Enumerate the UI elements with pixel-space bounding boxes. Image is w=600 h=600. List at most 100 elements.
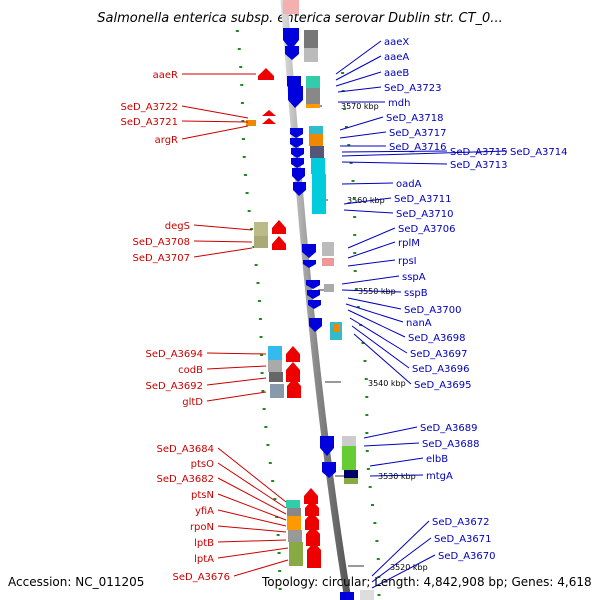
gc-dot bbox=[243, 174, 247, 176]
right-leader-line bbox=[341, 150, 508, 157]
gene-label-left[interactable]: SeD_A3692 bbox=[146, 381, 204, 392]
kbp-label: 3530 kbp bbox=[378, 472, 416, 481]
gene-label-left[interactable]: SeD_A3721 bbox=[121, 117, 179, 128]
gene-label-right[interactable]: rplM bbox=[398, 238, 420, 249]
gene-label-left[interactable]: lptA bbox=[194, 554, 214, 565]
cog-box bbox=[304, 48, 318, 62]
gene-label-left[interactable]: SeD_A3676 bbox=[173, 572, 231, 583]
gene-label-left[interactable]: ptsO bbox=[191, 459, 214, 470]
right-label-leaders bbox=[335, 40, 508, 589]
right-leader-line bbox=[351, 325, 410, 369]
gene-label-left[interactable]: SeD_A3722 bbox=[121, 102, 179, 113]
gc-dot bbox=[278, 588, 282, 590]
summary-text: Topology: circular; Length: 4,842,908 bp… bbox=[261, 575, 592, 589]
cog-box bbox=[309, 126, 323, 134]
gene-label-right[interactable]: elbB bbox=[426, 454, 448, 465]
gene-label-right[interactable]: SeD_A3700 bbox=[404, 305, 462, 316]
cog-box bbox=[342, 446, 356, 470]
gene-arrow bbox=[286, 362, 300, 382]
gene-label-right[interactable]: SeD_A3713 bbox=[450, 160, 508, 171]
gene-label-right[interactable]: SeD_A3717 bbox=[389, 128, 447, 139]
gene-label-right[interactable]: sspA bbox=[402, 272, 426, 283]
gene-label-right[interactable]: mdh bbox=[388, 98, 410, 109]
cog-box bbox=[344, 478, 358, 484]
right-leader-line bbox=[371, 554, 436, 589]
gene-label-left[interactable]: yfiA bbox=[195, 506, 214, 517]
gene-arrow bbox=[291, 148, 304, 158]
right-leader-line bbox=[343, 209, 394, 214]
gene-label-left[interactable]: codB bbox=[178, 365, 203, 376]
right-leader-line bbox=[345, 303, 404, 323]
gene-label-right[interactable]: SeD_A3711 bbox=[394, 194, 452, 205]
gc-dot bbox=[361, 342, 365, 344]
gc-dot bbox=[256, 282, 260, 284]
gene-label-left[interactable]: SeD_A3707 bbox=[133, 253, 191, 264]
right-leader-line bbox=[347, 227, 396, 249]
gene-arrow bbox=[272, 236, 286, 250]
gene-label-right[interactable]: SeD_A3670 bbox=[438, 551, 496, 562]
gene-label-right[interactable]: SeD_A3698 bbox=[408, 333, 466, 344]
gene-label-right[interactable]: SeD_A3706 bbox=[398, 224, 456, 235]
gc-dot bbox=[260, 372, 264, 374]
cog-box bbox=[360, 590, 374, 600]
gene-label-right[interactable]: aaeA bbox=[384, 52, 409, 63]
gc-dot bbox=[275, 516, 279, 518]
cog-box bbox=[254, 222, 268, 236]
gc-dot bbox=[264, 426, 268, 428]
gene-label-right[interactable]: oadA bbox=[396, 179, 422, 190]
gene-arrow bbox=[304, 488, 318, 504]
gene-label-right[interactable]: SeD_A3718 bbox=[386, 113, 444, 124]
gene-label-right[interactable]: SeD_A3716 bbox=[389, 142, 447, 153]
gene-label-right[interactable]: nanA bbox=[406, 318, 432, 329]
gc-dot bbox=[258, 318, 262, 320]
gene-label-left[interactable]: argR bbox=[155, 135, 178, 146]
gene-label-right[interactable]: SeD_A3689 bbox=[420, 423, 478, 434]
gene-label-left[interactable]: degS bbox=[165, 221, 190, 232]
gene-label-right[interactable]: rpsI bbox=[398, 256, 417, 267]
gc-dot bbox=[354, 288, 358, 290]
gene-label-left[interactable]: SeD_A3708 bbox=[133, 237, 191, 248]
gene-label-right[interactable]: SeD_A3671 bbox=[434, 534, 492, 545]
right-leader-line bbox=[339, 116, 384, 131]
gc-dot bbox=[353, 216, 357, 218]
gene-label-left[interactable]: ptsN bbox=[191, 490, 214, 501]
gene-arrow bbox=[307, 542, 321, 568]
gene-label-right[interactable]: SeD_A3723 bbox=[384, 83, 442, 94]
gc-dot bbox=[365, 450, 369, 452]
gene-arrow bbox=[340, 592, 354, 600]
gene-label-right[interactable]: sspB bbox=[404, 288, 428, 299]
left-leader-line bbox=[181, 120, 249, 123]
gene-label-left[interactable]: lptB bbox=[194, 538, 214, 549]
gc-dot bbox=[260, 354, 264, 356]
cog-box bbox=[306, 88, 320, 104]
gene-label-right[interactable]: SeD_A3710 bbox=[396, 209, 454, 220]
gene-label-left[interactable]: aaeR bbox=[153, 70, 178, 81]
gc-dot bbox=[241, 138, 245, 140]
gene-label-left[interactable]: SeD_A3682 bbox=[157, 474, 215, 485]
gene-label-right[interactable]: SeD_A3696 bbox=[412, 364, 470, 375]
gene-label-left[interactable]: SeD_A3684 bbox=[157, 444, 215, 455]
gc-dot bbox=[245, 192, 249, 194]
right-leader-line bbox=[339, 131, 387, 139]
gene-label-left[interactable]: SeD_A3694 bbox=[146, 349, 204, 360]
gc-dot bbox=[375, 540, 379, 542]
gene-label-right[interactable]: aaeX bbox=[384, 37, 409, 48]
gene-label-left[interactable]: gltD bbox=[182, 397, 203, 408]
gc-dot bbox=[241, 120, 245, 122]
right-leader-line bbox=[371, 537, 432, 583]
right-leader-line bbox=[363, 442, 420, 447]
left-leader-line bbox=[217, 493, 287, 521]
gene-label-right[interactable]: SeD_A3715 bbox=[450, 147, 508, 158]
gene-label-right[interactable]: SeD_A3714 bbox=[510, 147, 568, 158]
gc-dot bbox=[247, 210, 251, 212]
gc-dot bbox=[254, 264, 258, 266]
gene-arrow bbox=[322, 462, 336, 478]
gene-label-right[interactable]: aaeB bbox=[384, 68, 409, 79]
left-leader-line bbox=[181, 125, 249, 140]
gene-label-left[interactable]: rpoN bbox=[190, 522, 214, 533]
gene-label-right[interactable]: mtgA bbox=[426, 471, 453, 482]
gene-label-right[interactable]: SeD_A3672 bbox=[432, 517, 490, 528]
gene-label-right[interactable]: SeD_A3697 bbox=[410, 349, 468, 360]
gene-label-right[interactable]: SeD_A3695 bbox=[414, 380, 472, 391]
gene-label-right[interactable]: SeD_A3688 bbox=[422, 439, 480, 450]
